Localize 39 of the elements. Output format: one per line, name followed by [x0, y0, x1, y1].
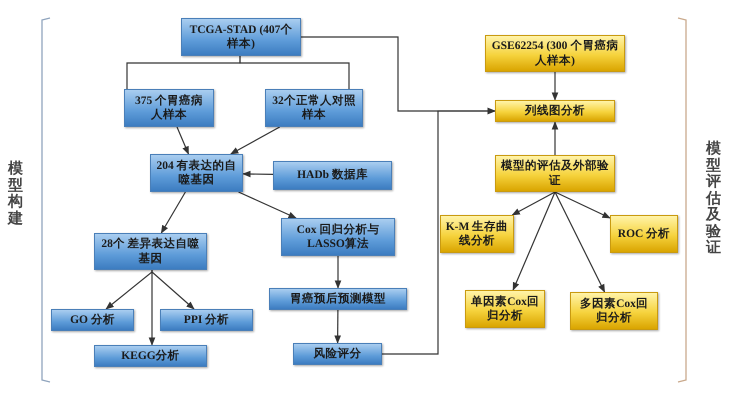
arrow	[512, 191, 556, 216]
process-box: 风险评分	[293, 343, 382, 365]
process-box: GSE62254 (300 个胃癌病人样本)	[485, 35, 625, 72]
process-box: TCGA-STAD (407个样本)	[181, 18, 301, 56]
process-box: 204 有表达的自噬基因	[150, 154, 243, 192]
arrow	[242, 170, 274, 178]
arrow	[334, 256, 342, 289]
process-box: PPI 分析	[160, 309, 253, 331]
arrow	[334, 310, 342, 344]
arrow	[554, 191, 611, 219]
arrow	[230, 126, 280, 155]
section-label: 模型评估及验证	[706, 140, 721, 256]
process-box: 28个 差异表达自噬基因	[94, 233, 207, 270]
arrow	[148, 270, 156, 346]
arrow	[238, 191, 297, 219]
arrow	[151, 270, 195, 310]
process-box: K-M 生存曲线分析	[440, 215, 514, 253]
arrow	[552, 121, 558, 155]
process-box: KEGG分析	[94, 345, 207, 367]
process-box: GO 分析	[51, 309, 134, 331]
process-box: 模型的评估及外部验证	[495, 155, 615, 192]
process-box: HADb 数据库	[273, 161, 392, 190]
arrow	[160, 192, 186, 234]
process-box: Cox 回归分析与LASSO算法	[281, 218, 395, 256]
arrow	[176, 126, 190, 155]
arrow	[512, 191, 556, 291]
process-box: 单因素Cox回归分析	[465, 290, 545, 328]
connector-line	[239, 56, 350, 89]
process-box: 列线图分析	[495, 100, 615, 122]
process-box: 32个正常人对照样本	[265, 89, 363, 127]
process-box: ROC 分析	[610, 215, 678, 253]
arrow	[105, 270, 153, 310]
arrow	[382, 108, 496, 355]
process-box: 胃癌预后预测模型	[269, 288, 407, 310]
section-label: 模型构建	[8, 160, 23, 226]
arrow	[554, 191, 606, 293]
process-box: 375 个胃癌病人样本	[124, 89, 214, 127]
arrow	[552, 72, 558, 101]
process-box: 多因素Cox回归分析	[570, 292, 658, 330]
